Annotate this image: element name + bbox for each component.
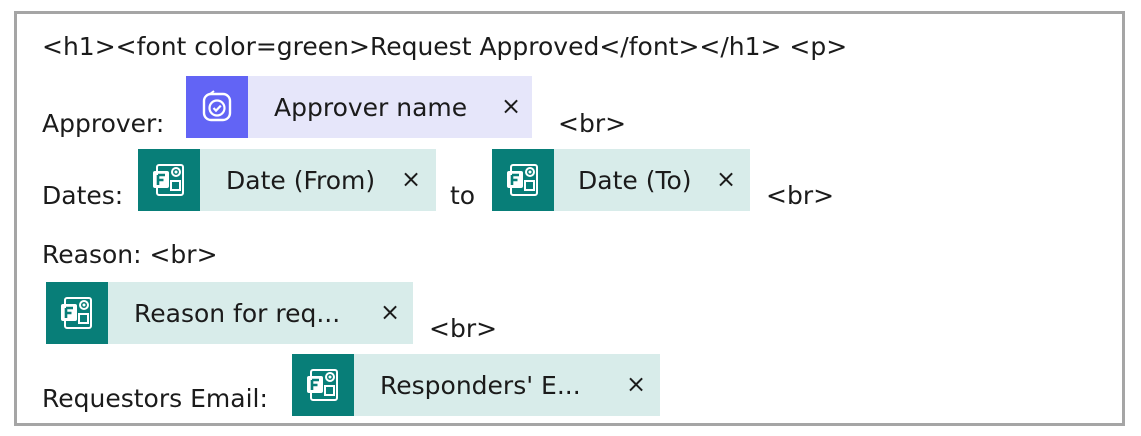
forms-icon bbox=[492, 149, 554, 211]
forms-icon bbox=[138, 149, 200, 211]
approver-br-tag: <br> bbox=[558, 109, 627, 138]
date-to-token-label: Date (To) bbox=[578, 165, 692, 195]
reason-label: Reason: <br> bbox=[42, 240, 218, 269]
dates-label: Dates: bbox=[42, 181, 124, 210]
approver-label: Approver: bbox=[42, 109, 165, 138]
reason-token[interactable]: Reason for req... × bbox=[46, 282, 413, 344]
date-from-token[interactable]: Date (From) × bbox=[138, 149, 436, 211]
approvals-icon bbox=[186, 76, 248, 138]
approver-name-remove-icon[interactable]: × bbox=[501, 92, 522, 120]
responders-email-token-label: Responders' E... bbox=[380, 370, 581, 400]
dates-br-tag: <br> bbox=[766, 181, 835, 210]
html-line-heading: <h1><font color=green>Request Approved</… bbox=[42, 32, 848, 61]
requestors-email-label: Requestors Email: bbox=[42, 384, 268, 413]
responders-email-remove-icon[interactable]: × bbox=[626, 370, 647, 398]
date-to-token[interactable]: Date (To) × bbox=[492, 149, 750, 211]
reason-br-tag: <br> bbox=[429, 314, 498, 343]
date-to-remove-icon[interactable]: × bbox=[716, 165, 737, 193]
approver-name-token-label: Approver name bbox=[274, 92, 468, 122]
reason-token-label: Reason for req... bbox=[134, 298, 341, 328]
date-from-token-label: Date (From) bbox=[226, 165, 376, 195]
date-from-remove-icon[interactable]: × bbox=[401, 165, 422, 193]
approver-name-token[interactable]: Approver name × bbox=[186, 76, 532, 138]
responders-email-token[interactable]: Responders' E... × bbox=[292, 354, 660, 416]
reason-remove-icon[interactable]: × bbox=[380, 298, 401, 326]
html-editor-box[interactable]: <h1><font color=green>Request Approved</… bbox=[14, 11, 1125, 426]
forms-icon bbox=[46, 282, 108, 344]
forms-icon bbox=[292, 354, 354, 416]
dates-to-text: to bbox=[450, 181, 476, 210]
